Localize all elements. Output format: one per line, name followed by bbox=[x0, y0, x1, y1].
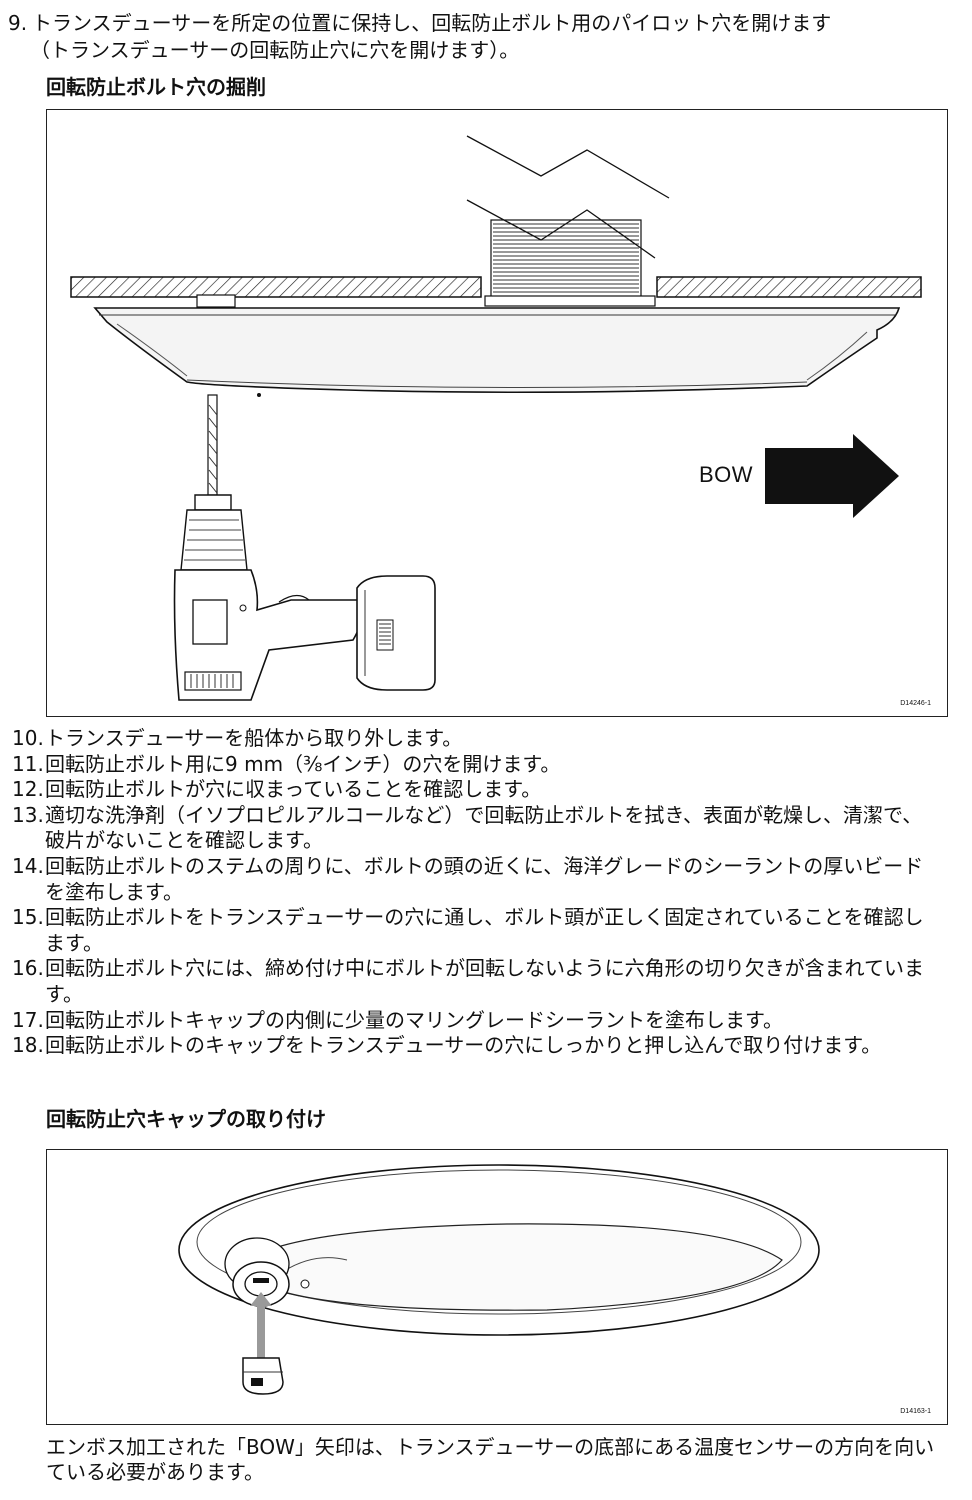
figure-heading-cap: 回転防止穴キャップの取り付け bbox=[46, 1107, 326, 1131]
drilling-illustration: BOW D14246-1 bbox=[46, 109, 948, 717]
hull-section-right bbox=[656, 276, 922, 298]
list-item: 17.回転防止ボルトキャップの内側に少量のマリングレードシーラントを塗布します。 bbox=[12, 1008, 932, 1034]
step-text: 回転防止ボルト穴には、締め付け中にボルトが回転しないように六角形の切り欠きが含ま… bbox=[45, 956, 924, 1006]
figure-id: D14163-1 bbox=[900, 1408, 931, 1415]
step-text: 回転防止ボルトのキャップをトランスデューサーの穴にしっかりと押し込んで取り付けま… bbox=[45, 1033, 882, 1058]
step-number: 17. bbox=[12, 1007, 44, 1032]
drilling-drawing bbox=[70, 135, 922, 701]
step-number: 13. bbox=[12, 802, 44, 827]
step-number: 9. bbox=[8, 11, 28, 35]
list-item: 18.回転防止ボルトのキャップをトランスデューサーの穴にしっかりと押し込んで取り… bbox=[12, 1033, 932, 1059]
list-item: 11.回転防止ボルト用に9 mm（⅜インチ）の穴を開けます。 bbox=[12, 752, 932, 778]
list-item: 13.適切な洗浄剤（イソプロピルアルコールなど）で回転防止ボルトを拭き、表面が乾… bbox=[12, 803, 932, 854]
bow-arrow-icon bbox=[765, 434, 899, 518]
transducer-body bbox=[93, 294, 901, 397]
step-9: 9.トランスデューサーを所定の位置に保持し、回転防止ボルト用のパイロット穴を開け… bbox=[8, 10, 958, 64]
step-text: トランスデューサーを所定の位置に保持し、回転防止ボルト用のパイロット穴を開けます bbox=[32, 11, 832, 35]
drill-bit bbox=[207, 394, 218, 496]
figure-id: D14246-1 bbox=[900, 700, 931, 707]
step-number: 16. bbox=[12, 956, 44, 981]
hull-section-left bbox=[70, 276, 482, 298]
transducer-underside bbox=[178, 1164, 820, 1336]
step-number: 14. bbox=[12, 853, 44, 878]
step-text: トランスデューサーを船体から取り外します。 bbox=[45, 726, 463, 750]
cap-fitting-drawing bbox=[178, 1164, 820, 1395]
step-text: 回転防止ボルト用に9 mm（⅜インチ）の穴を開けます。 bbox=[45, 751, 561, 776]
step-number: 15. bbox=[12, 905, 44, 930]
step-text: 回転防止ボルトキャップの内側に少量のマリングレードシーラントを塗布します。 bbox=[45, 1007, 783, 1032]
bow-label: BOW bbox=[699, 462, 754, 487]
step-text-continued: （トランスデューサーの回転防止穴に穴を開けます）。 bbox=[30, 38, 520, 62]
step-text: 回転防止ボルトをトランスデューサーの穴に通し、ボルト頭が正しく固定されていること… bbox=[45, 905, 924, 955]
step-text: 回転防止ボルトが穴に収まっていることを確認します。 bbox=[45, 777, 542, 802]
list-item: 12.回転防止ボルトが穴に収まっていることを確認します。 bbox=[12, 777, 932, 803]
break-line-bottom bbox=[466, 199, 656, 259]
bow-arrow-note: エンボス加工された「BOW」矢印は、トランスデューサーの底部にある温度センサーの… bbox=[46, 1435, 935, 1484]
insert-arrow-icon bbox=[250, 1292, 272, 1370]
list-item: 15.回転防止ボルトをトランスデューサーの穴に通し、ボルト頭が正しく固定されてい… bbox=[12, 905, 932, 956]
list-item: 16.回転防止ボルト穴には、締め付け中にボルトが回転しないように六角形の切り欠き… bbox=[12, 956, 932, 1007]
step-number: 10. bbox=[12, 726, 44, 750]
instruction-steps: 10.トランスデューサーを船体から取り外します。 11.回転防止ボルト用に9 m… bbox=[12, 726, 932, 1059]
list-item: 14.回転防止ボルトのステムの周りに、ボルトの頭の近くに、海洋グレードのシーラン… bbox=[12, 854, 932, 905]
step-text: 回転防止ボルトのステムの周りに、ボルトの頭の近くに、海洋グレードのシーラントの厚… bbox=[45, 853, 924, 904]
break-line-top bbox=[466, 135, 670, 199]
bolt-cap bbox=[242, 1357, 284, 1395]
step-number: 18. bbox=[12, 1033, 44, 1058]
figure-heading-drilling: 回転防止ボルト穴の掘削 bbox=[46, 75, 266, 99]
step-number: 12. bbox=[12, 777, 44, 802]
threaded-stem bbox=[490, 219, 642, 299]
list-item: 10.トランスデューサーを船体から取り外します。 bbox=[12, 726, 932, 752]
cap-fitting-illustration: D14163-1 bbox=[46, 1149, 948, 1425]
step-number: 11. bbox=[12, 751, 44, 776]
step-text: 適切な洗浄剤（イソプロピルアルコールなど）で回転防止ボルトを拭き、表面が乾燥し、… bbox=[45, 802, 923, 853]
cordless-drill bbox=[173, 494, 436, 701]
